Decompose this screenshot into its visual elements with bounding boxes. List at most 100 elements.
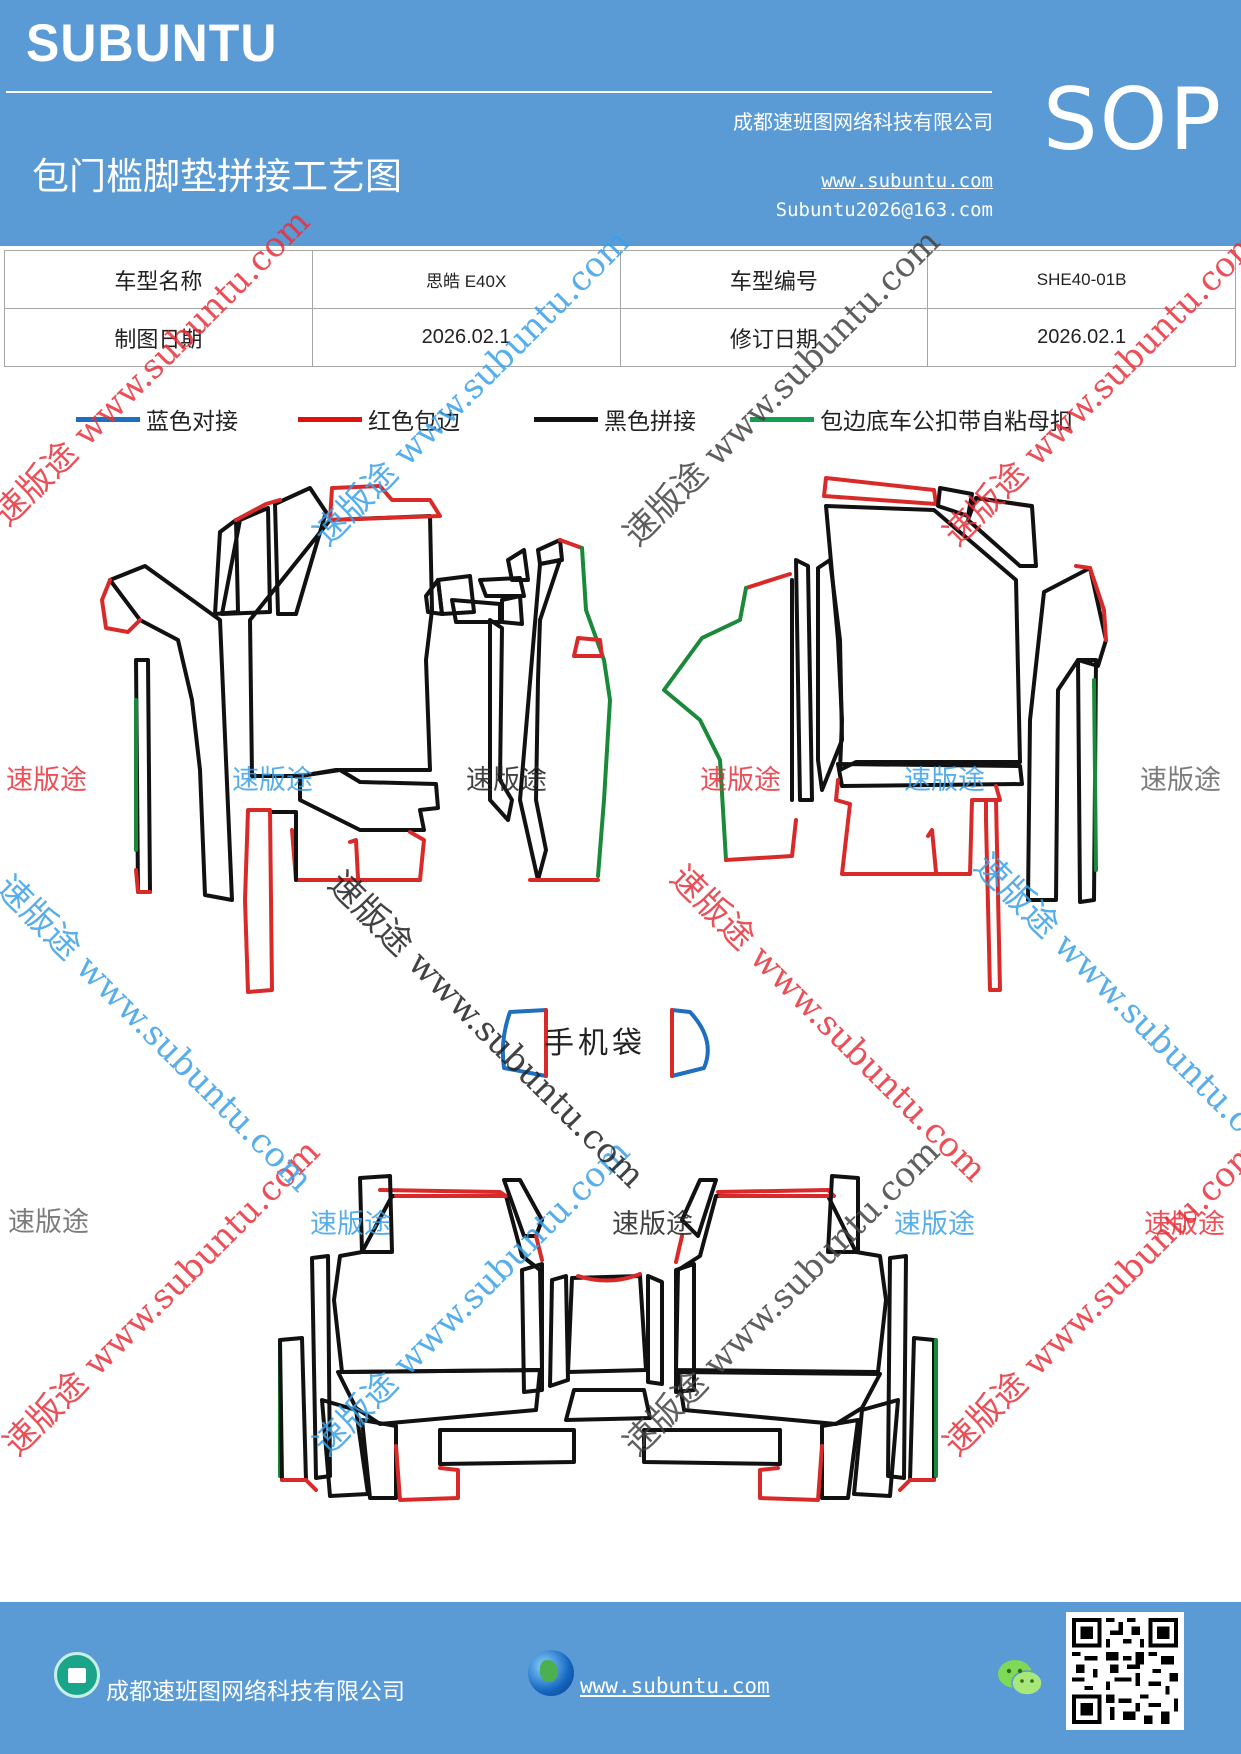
mat-piece xyxy=(100,578,142,634)
watermark-brand: 速版途 xyxy=(894,1209,975,1240)
header-email: Subuntu2026@163.com xyxy=(775,199,993,221)
mat-piece xyxy=(886,1254,908,1480)
watermark-brand: 速版途 xyxy=(232,765,313,796)
rear-mats xyxy=(278,1174,938,1502)
legend-item-green: 包边底车公扣带自粘母扣 xyxy=(750,404,1073,435)
mat-piece xyxy=(378,1188,508,1198)
legend-item-blue: 蓝色对接 xyxy=(76,404,238,435)
brand-logo: SUBUNTU xyxy=(26,13,278,73)
watermark-brand: 速版途 xyxy=(1140,765,1221,796)
mat-piece xyxy=(1026,566,1108,902)
legend-label: 黑色拼接 xyxy=(604,409,696,435)
mat-piece xyxy=(566,1274,648,1374)
legend-swatch xyxy=(298,416,362,422)
model-name-value: 思皓 E40X xyxy=(311,250,621,309)
mat-piece xyxy=(576,1272,642,1283)
mat-piece xyxy=(646,1274,664,1386)
header-divider xyxy=(6,91,992,93)
footer-company: 成都速班图网络科技有限公司 xyxy=(106,1679,405,1705)
mat-piece xyxy=(984,798,1002,992)
mat-piece xyxy=(826,1174,860,1254)
mat-piece xyxy=(358,1174,394,1254)
mat-piece xyxy=(572,636,604,658)
mat-piece xyxy=(564,1388,652,1422)
legend-swatch xyxy=(750,416,814,422)
mat-piece xyxy=(248,514,434,778)
mat-piece xyxy=(822,476,938,506)
mat-piece xyxy=(108,564,234,902)
mat-piece xyxy=(816,558,844,792)
legend-label: 包边底车公扣带自粘母扣 xyxy=(820,409,1073,435)
footer-bar: 成都速班图网络科技有限公司 www.subuntu.com xyxy=(0,1602,1241,1754)
watermark-brand: 速版途 xyxy=(904,765,985,796)
model-name-label: 车型名称 xyxy=(4,250,313,309)
mat-piece xyxy=(298,768,440,832)
mat-piece xyxy=(836,762,1024,788)
footer-website-link[interactable]: www.subuntu.com xyxy=(580,1674,770,1698)
mat-piece xyxy=(273,486,328,616)
watermark-brand: 速版途 xyxy=(310,1209,391,1240)
mat-piece xyxy=(502,1178,544,1238)
mat-piece xyxy=(518,558,562,882)
globe-icon xyxy=(528,1650,574,1696)
front-right-mats xyxy=(662,476,1108,992)
mat-piece xyxy=(488,618,514,822)
legend-swatch xyxy=(534,416,598,422)
page-title: 包门槛脚垫拼接工艺图 xyxy=(32,155,402,198)
mat-piece xyxy=(724,818,798,862)
mat-piece xyxy=(580,546,612,878)
pocket-right-blue xyxy=(670,1008,710,1078)
mat-piece xyxy=(328,484,442,522)
watermark-brand: 速版途 xyxy=(466,765,547,796)
mat-piece xyxy=(278,1336,308,1482)
mat-piece xyxy=(966,496,1038,568)
header-website-link[interactable]: www.subuntu.com xyxy=(821,170,993,192)
watermark-brand: 速版途 xyxy=(700,765,781,796)
mat-piece xyxy=(744,572,792,590)
mat-piece xyxy=(280,1478,318,1492)
mat-piece xyxy=(520,1262,544,1394)
mat-piece xyxy=(676,1370,882,1426)
mat-piece xyxy=(478,576,526,598)
mat-piece xyxy=(898,1478,936,1492)
draw-date-value: 2026.02.1 xyxy=(311,308,621,367)
qr-pattern xyxy=(1072,1618,1178,1724)
mat-piece xyxy=(360,1418,398,1500)
sop-badge: SOP xyxy=(1043,70,1224,170)
mat-piece xyxy=(268,810,298,882)
front-left-mats xyxy=(100,484,612,994)
mat-piece xyxy=(1076,658,1098,904)
mat-piece xyxy=(716,1188,836,1198)
watermark-brand: 速版途 xyxy=(6,765,87,796)
legend-swatch xyxy=(76,416,140,422)
mat-piece xyxy=(1092,678,1098,872)
mat-piece xyxy=(548,1274,570,1388)
watermark-brand: 速版途 xyxy=(1144,1209,1225,1240)
legend-label: 蓝色对接 xyxy=(146,409,238,435)
mat-piece xyxy=(243,808,274,994)
mat-piece xyxy=(642,1428,782,1466)
mat-piece xyxy=(436,574,476,616)
mat-piece xyxy=(506,548,530,582)
table-row: 车型名称 思皓 E40X 车型编号 SHE40-01B xyxy=(4,250,1236,309)
home-icon xyxy=(54,1652,100,1698)
mat-piece xyxy=(336,1368,542,1426)
mat-piece xyxy=(908,1336,936,1482)
mat-piece xyxy=(438,1428,576,1466)
mat-piece xyxy=(134,658,152,894)
wechat-icon[interactable] xyxy=(996,1656,1044,1700)
pocket-left-blue xyxy=(500,1008,548,1078)
table-row: 制图日期 2026.02.1 修订日期 2026.02.1 xyxy=(4,308,1236,367)
mat-piece xyxy=(680,1178,718,1238)
revise-date-value: 2026.02.1 xyxy=(927,308,1236,367)
mat-piece xyxy=(424,578,444,616)
mat-piece xyxy=(662,586,748,862)
legend-item-black: 黑色拼接 xyxy=(534,404,696,435)
mat-piece xyxy=(348,838,360,880)
mat-piece xyxy=(394,1444,460,1502)
phone-pocket xyxy=(500,1008,710,1078)
mat-piece xyxy=(558,538,584,550)
mat-piece xyxy=(213,518,240,616)
mat-piece xyxy=(500,594,524,626)
mat-piece xyxy=(534,1234,544,1262)
